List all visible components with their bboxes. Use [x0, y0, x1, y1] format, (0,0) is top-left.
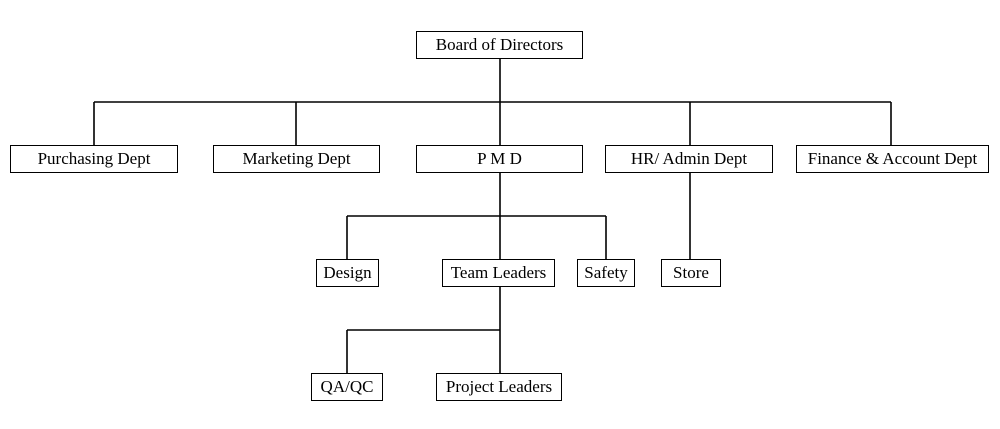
node-qa-qc: QA/QC	[311, 373, 383, 401]
node-marketing-dept: Marketing Dept	[213, 145, 380, 173]
node-project-leaders: Project Leaders	[436, 373, 562, 401]
node-purchasing-dept: Purchasing Dept	[10, 145, 178, 173]
node-team-leaders: Team Leaders	[442, 259, 555, 287]
node-pmd: P M D	[416, 145, 583, 173]
node-hr-admin-dept: HR/ Admin Dept	[605, 145, 773, 173]
node-safety: Safety	[577, 259, 635, 287]
node-store: Store	[661, 259, 721, 287]
node-finance-account-dept: Finance & Account Dept	[796, 145, 989, 173]
node-design: Design	[316, 259, 379, 287]
node-board-of-directors: Board of Directors	[416, 31, 583, 59]
